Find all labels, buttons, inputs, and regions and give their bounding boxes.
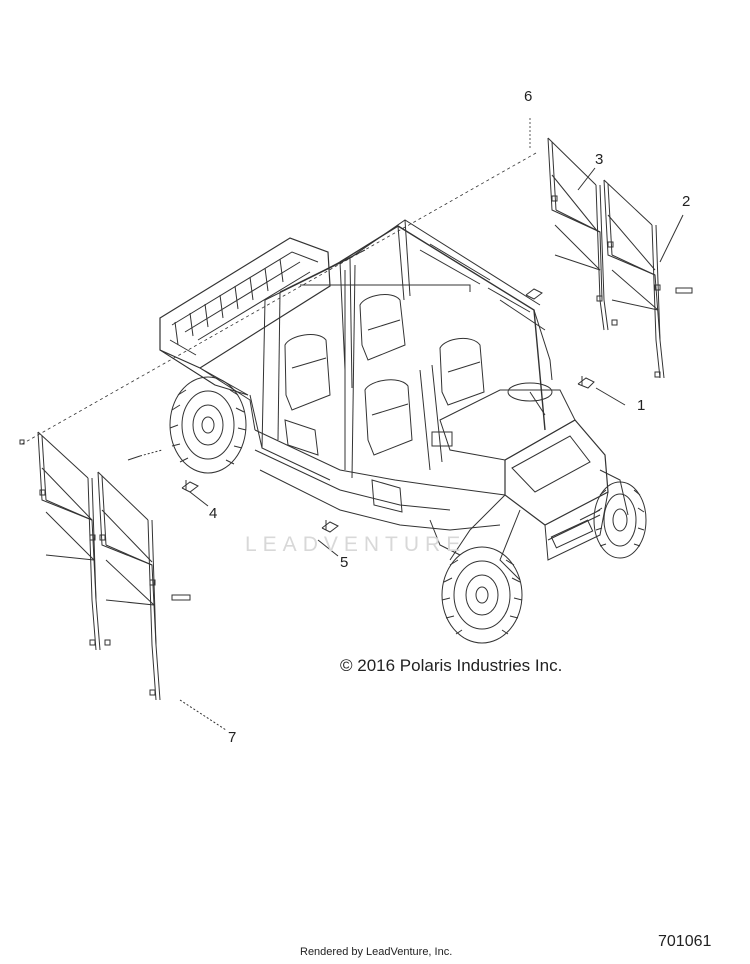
clip-top <box>526 289 542 299</box>
callout-1[interactable]: 1 <box>637 397 646 414</box>
callout-5[interactable]: 5 <box>340 554 349 571</box>
leader-3 <box>578 168 595 190</box>
diagram-id: 701061 <box>658 933 712 950</box>
callout-7[interactable]: 7 <box>228 729 237 746</box>
clip-rear <box>128 450 162 460</box>
clip-1 <box>578 376 594 388</box>
clip-5 <box>322 520 338 532</box>
side-net-right <box>548 138 692 378</box>
leader-7 <box>180 700 226 730</box>
reference-line-6 <box>22 153 536 444</box>
side-net-left <box>20 432 190 700</box>
callout-4[interactable]: 4 <box>209 505 218 522</box>
utv-vehicle <box>160 220 646 643</box>
leader-5 <box>318 540 338 556</box>
leader-2 <box>660 215 683 262</box>
footer-text: Rendered by LeadVenture, Inc. <box>300 946 453 958</box>
leader-1 <box>596 388 625 405</box>
watermark-text: LEADVENTURE <box>245 533 467 556</box>
callout-3[interactable]: 3 <box>595 151 604 168</box>
copyright-text: © 2016 Polaris Industries Inc. <box>340 656 563 675</box>
callout-6[interactable]: 6 <box>524 88 533 105</box>
leader-4 <box>190 492 208 506</box>
callout-2[interactable]: 2 <box>682 193 691 210</box>
clip-4 <box>182 480 198 492</box>
